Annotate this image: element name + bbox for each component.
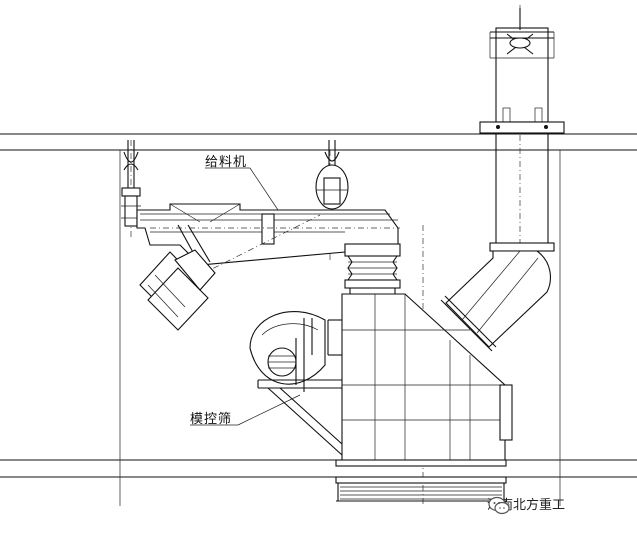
vibrating-feeder — [136, 203, 400, 281]
feeder-label: 给料机 — [205, 155, 248, 170]
screen-body — [327, 293, 513, 461]
wechat-icon — [488, 496, 510, 515]
upper-floor-beam — [0, 133, 637, 151]
watermark: 河南北方重工 — [487, 494, 565, 515]
feeder-motor — [139, 249, 216, 331]
lower-bellows — [335, 459, 507, 502]
upper-bellows — [344, 243, 401, 294]
label-leaders — [190, 167, 301, 426]
screen-label: 模控筛 — [190, 412, 233, 427]
hanger-left — [121, 140, 141, 227]
vertical-chute — [440, 8, 565, 352]
screen-drive — [249, 311, 343, 456]
lower-floor-beam — [0, 459, 637, 478]
